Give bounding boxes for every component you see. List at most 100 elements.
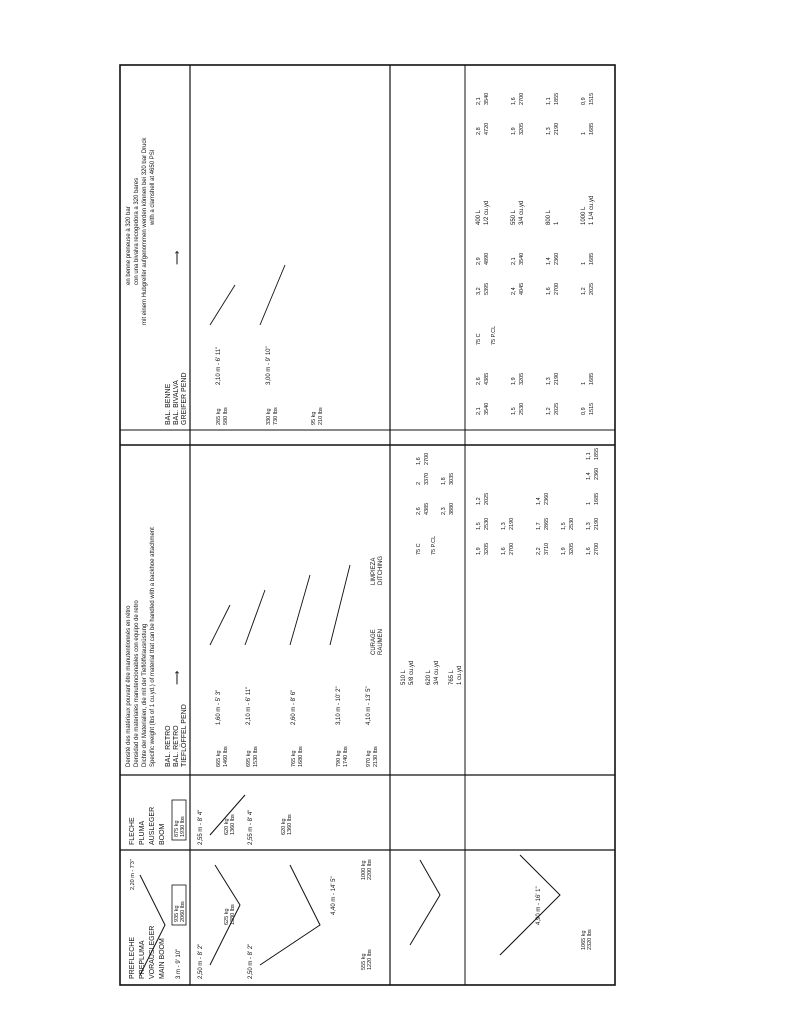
mono2-length: 4,90 m - 16' 1" (536, 886, 542, 925)
bucket-col-58: 5/8 cu.yd (409, 661, 415, 685)
intro-line-2: Densidad de materiales manutencionables … (134, 600, 140, 767)
backhoe-stick-rows: 665 kg 1460 lbs 1,60 m - 5' 3" 695 kg 15… (216, 556, 384, 767)
value-strip: 75 C 75 P.CL 2,6 4385 2 3370 1,6 2700 2,… (416, 93, 600, 555)
val-c4-7: 1515 (589, 403, 595, 415)
label-75pcl-b: 75 P.CL (491, 326, 497, 345)
val-d2-0: 2,1 (476, 97, 482, 105)
val-b4-0: 1,4 (586, 472, 592, 480)
boom-top-kg: 875 kg (174, 820, 180, 837)
val-a2-2: 1,8 (441, 477, 447, 485)
val-b4-3: 1855 (594, 448, 600, 460)
boom-low-length: 2,55 m - 8' 4" (248, 810, 254, 845)
val-c2-3: 3540 (519, 253, 525, 265)
boom-drawings (139, 794, 561, 976)
main-boom-mid-length: 2,50 m - 8' 2" (198, 944, 204, 979)
val-a3-0: 1,9 (476, 547, 482, 555)
stick-sketch-4 (329, 564, 351, 646)
label-75c-b: 75 C (476, 333, 482, 345)
bucket-col-765: 765 L (449, 669, 455, 685)
val-b2-0: 1,9 (561, 547, 567, 555)
intro-text: Densité des matériaux pouvant être manut… (126, 137, 156, 767)
stick-s2: 2,10 m - 6' 11" (246, 687, 252, 725)
val-c3-7: 1685 (589, 373, 595, 385)
val-c3-6: 1 (581, 382, 587, 385)
bucket-col-1cy: 1 cu.yd (457, 666, 463, 685)
boom-h2: PLUMA (139, 821, 146, 845)
val-a3-4: 1,2 (476, 497, 482, 505)
main-boom-values: 3 m - 9' 10" 935 kg 2060 lbs 875 kg 1930… (130, 799, 593, 979)
stick-sketch-3 (289, 574, 311, 646)
raumen: RAUMEN (378, 629, 384, 655)
clam-col-800: 800 L (546, 209, 552, 225)
val-a3-3: 2530 (484, 518, 490, 530)
val-c1-3: 4045 (519, 283, 525, 295)
main-boom-top-box (171, 884, 187, 926)
mono2-kg: 1065 kg (581, 930, 587, 950)
boom-low-kg: 620 kg (281, 818, 287, 835)
boom-top-lbs: 1930 lbs (180, 816, 186, 837)
val-d2-3: 2700 (519, 93, 525, 105)
val-b1-4: 1,4 (536, 497, 542, 505)
boom-h4: BOOM (159, 823, 166, 845)
boom-low-lbs: 1360 lbs (287, 814, 293, 835)
l-2130: 2130 lbs (373, 746, 379, 767)
bucket-col-620: 620 L (426, 669, 432, 685)
val-c2-5: 2360 (554, 253, 560, 265)
boom-h3: AUSLEGER (149, 807, 156, 845)
val-c2-0: 2,9 (476, 257, 482, 265)
val-d2-4: 1,1 (546, 97, 552, 105)
val-c4-4: 1,2 (546, 407, 552, 415)
val-a3-2: 1,5 (476, 522, 482, 530)
c-580: 580 lbs (223, 407, 229, 425)
backhoe-h1: BAL. RETRO (165, 725, 172, 767)
val-c3-3: 3205 (519, 373, 525, 385)
val-c2-2: 2,1 (511, 257, 517, 265)
val-d1-2: 1,9 (511, 127, 517, 135)
w-765: 765 kg (291, 750, 297, 767)
header-main-boom: PREFLECHE PREPLUMA VORAUSLEGER MAIN BOOM… (129, 807, 166, 979)
val-c2-6: 1 (581, 262, 587, 265)
c-330: 330 kg (266, 408, 272, 425)
val-a4-2: 1,3 (501, 522, 507, 530)
label-75pcl-a: 75 P.CL (431, 536, 437, 555)
val-c2-1: 4890 (484, 253, 490, 265)
val-c4-3: 2530 (519, 403, 525, 415)
val-a1-4: 1,6 (416, 457, 422, 465)
val-d1-3: 3205 (519, 123, 525, 135)
mono1-kg: 555 kg (361, 953, 367, 970)
clam-h1: BAL. BENNE (165, 383, 172, 425)
stick-s4: 3,10 m - 10' 2" (336, 686, 342, 725)
val-c4-5: 2025 (554, 403, 560, 415)
clam-sketch-2 (259, 264, 286, 326)
boom-top-len: 2,20 m - 7'3" (130, 859, 136, 890)
label-75c-a: 75 C (416, 543, 422, 555)
main-boom-h1: PREFLECHE (129, 937, 136, 979)
w-665: 665 kg (216, 750, 222, 767)
main-boom-mid-kg: 625 kg (224, 908, 230, 925)
w-790: 790 kg (336, 750, 342, 767)
val-b1-2: 1,7 (536, 522, 542, 530)
val-d1-0: 2,8 (476, 127, 482, 135)
val-c2-7: 1685 (589, 253, 595, 265)
main-boom-low-length: 2,50 m - 8' 2" (248, 944, 254, 979)
val-c4-2: 1,5 (511, 407, 517, 415)
val-a2-1: 3880 (449, 503, 455, 515)
mono1-lbs: 1220 lbs (367, 949, 373, 970)
clam-stick-c1: 2,10 m - 6' 11" (216, 347, 222, 385)
ditching: DITCHING (378, 556, 384, 585)
val-a1-1: 4385 (424, 503, 430, 515)
val-c1-2: 2,4 (511, 287, 517, 295)
val-b2-3: 2530 (569, 518, 575, 530)
mono1-k2: 1000 kg (361, 860, 367, 880)
clam-line-2: con una bivalva recogedora a 320 bares (134, 178, 140, 285)
clam-stick-c2: 3,00 m - 9' 10" (266, 346, 272, 385)
val-b3-2: 1,3 (586, 522, 592, 530)
w-970: 970 kg (366, 750, 372, 767)
l-1460: 1460 lbs (223, 746, 229, 767)
w-695: 695 kg (246, 750, 252, 767)
clam-line-3: mit einem Hubgreifer aufgenommen werden … (142, 137, 148, 325)
intro-line-4: Specific weight (lbs of 1 cu.yd.) of mat… (150, 527, 156, 767)
val-d1-1: 4720 (484, 123, 490, 135)
val-c1-0: 3,2 (476, 287, 482, 295)
